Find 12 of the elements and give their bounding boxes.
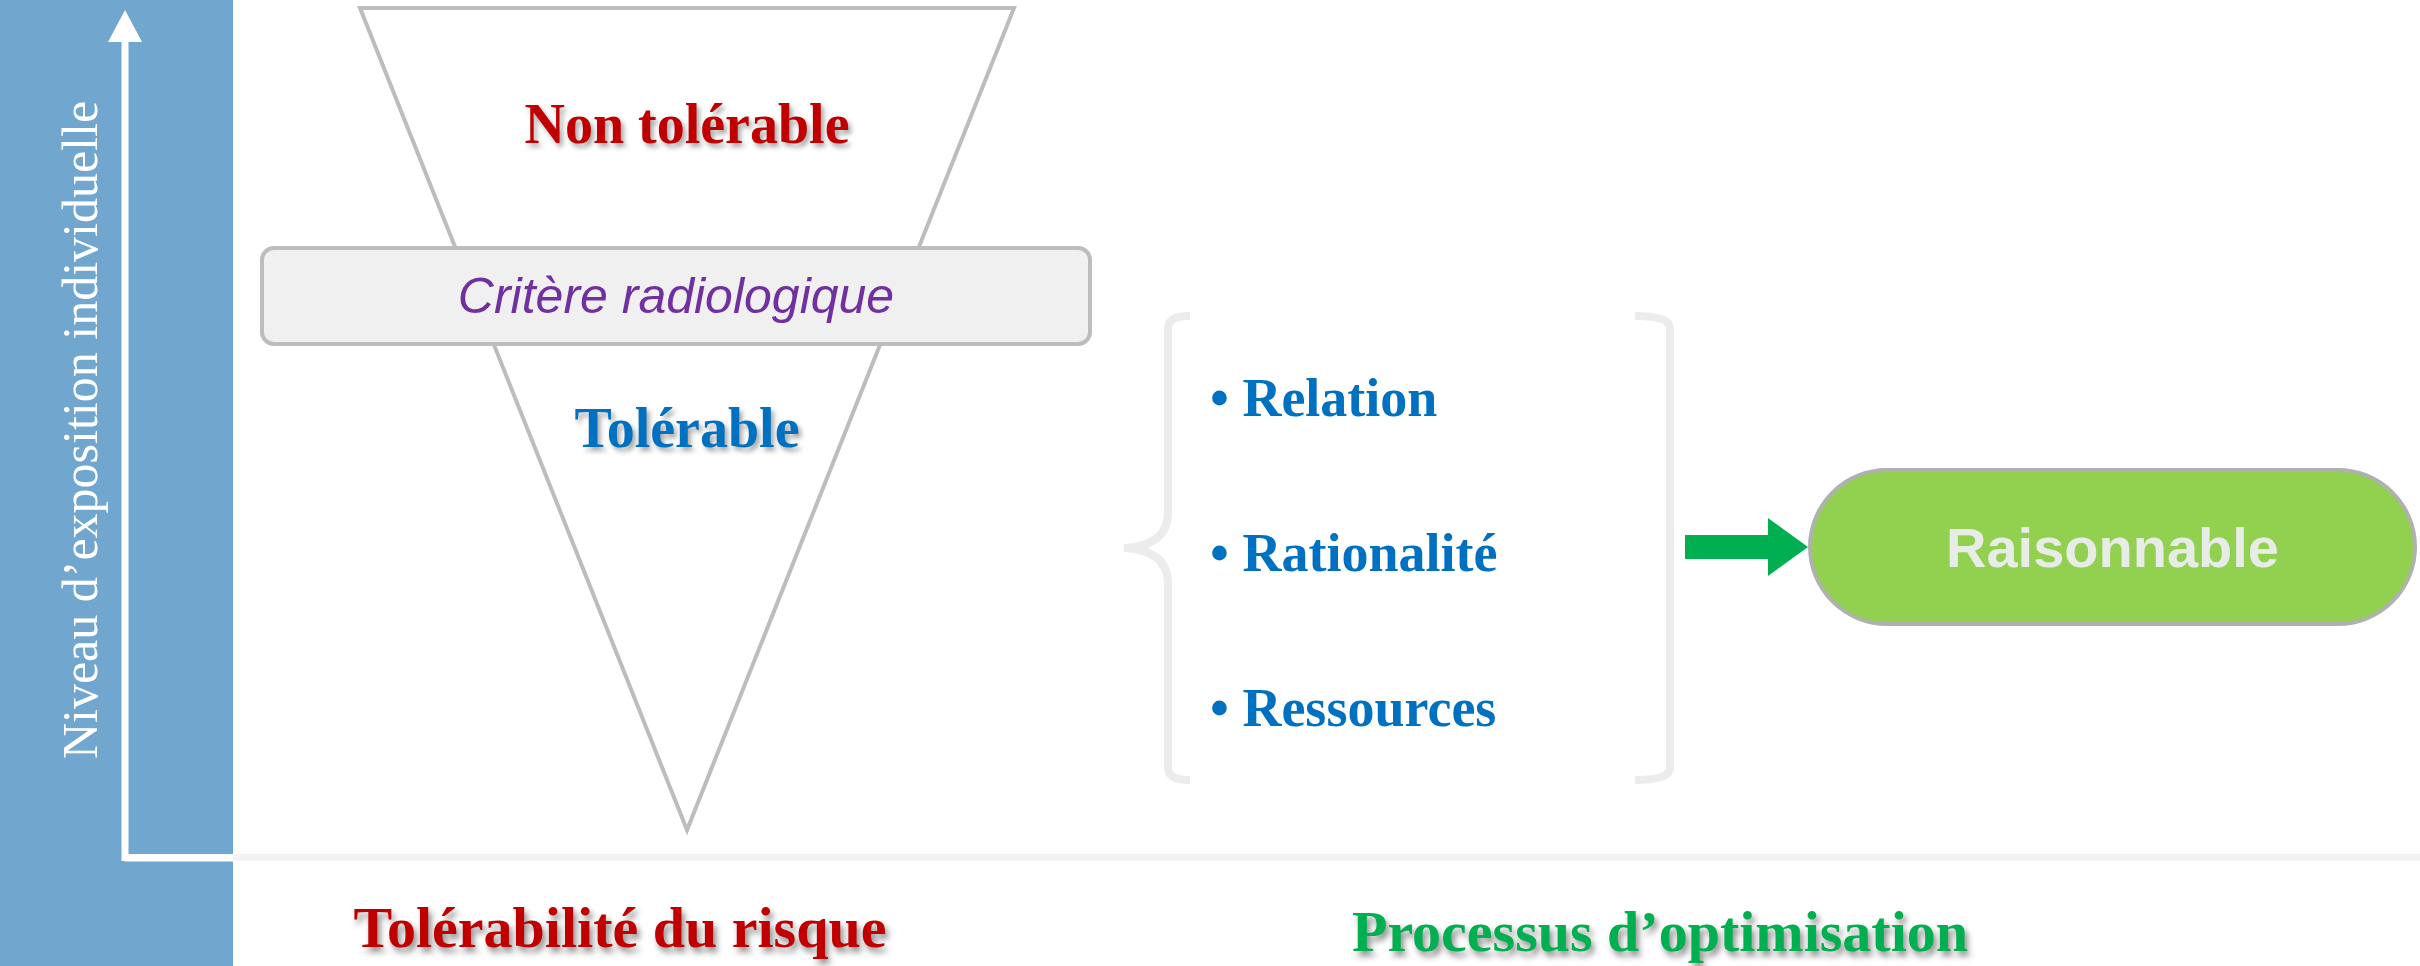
axis-title: Niveau d’exposition individuelle <box>51 99 109 762</box>
section-title: Tolérabilité du risque <box>352 895 888 961</box>
zone-label: Non tolérable <box>523 94 851 154</box>
criterion-box <box>260 246 1092 346</box>
list-item: • Rationalité <box>1210 522 1498 585</box>
result-label: Raisonnable <box>1946 514 2279 580</box>
criterion-label: Critère radiologique <box>457 267 895 325</box>
zone-label: Tolérable <box>573 398 801 458</box>
list-item: • Relation <box>1210 367 1438 430</box>
section-title: Processus d’optimisation <box>1351 899 1969 965</box>
arrow <box>1685 518 1808 576</box>
list-item: • Ressources <box>1210 677 1497 740</box>
